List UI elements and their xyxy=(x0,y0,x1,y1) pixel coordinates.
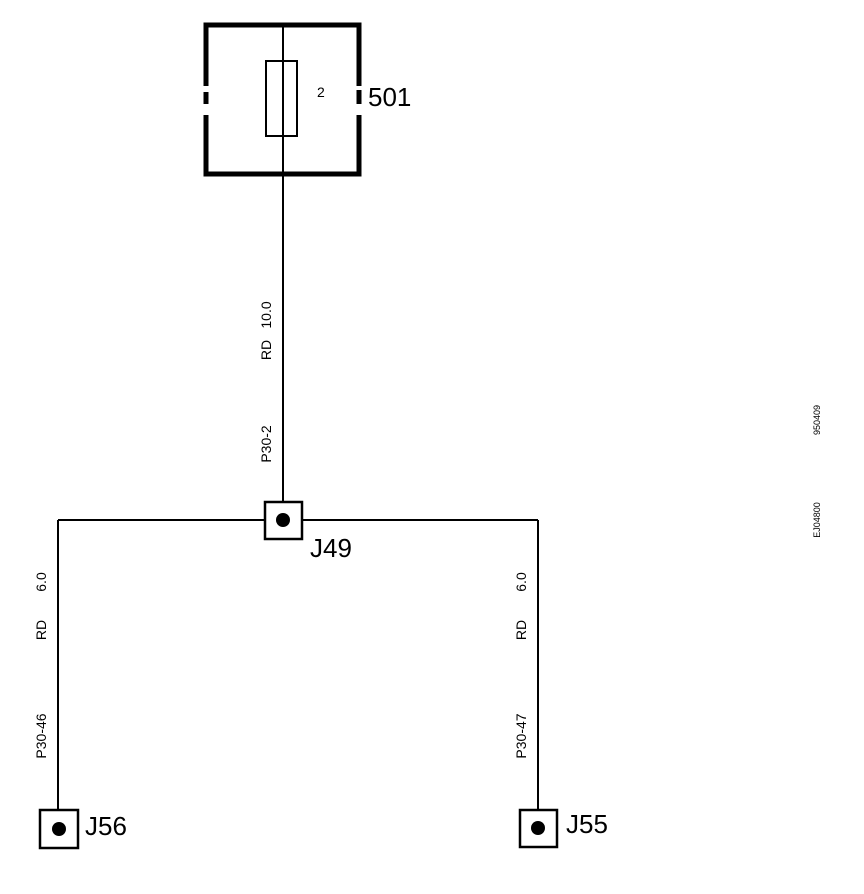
right-wire-circuit: P30-47 xyxy=(513,713,529,758)
junction-j49-label: J49 xyxy=(310,533,352,563)
right-wire-gauge: 6.0 xyxy=(513,572,529,592)
fuse-box: 2 501 xyxy=(203,22,411,177)
main-wire-color: RD xyxy=(258,340,274,360)
junction-j49: J49 xyxy=(263,500,352,563)
junction-j55: J55 xyxy=(518,808,608,849)
right-wire-color: RD xyxy=(513,620,529,640)
left-wire-circuit: P30-46 xyxy=(33,713,49,758)
main-wire-gauge: 10.0 xyxy=(258,301,274,328)
junction-j56-dot xyxy=(52,822,66,836)
fuse-symbol xyxy=(265,60,298,137)
date-code: 950409 xyxy=(812,405,822,435)
junction-j56: J56 xyxy=(38,808,127,850)
junction-j55-dot xyxy=(531,821,545,835)
fuse-number: 2 xyxy=(317,84,325,100)
left-wire-gauge: 6.0 xyxy=(33,572,49,592)
document-id: EJ04800 xyxy=(812,502,822,538)
fuse-box-label: 501 xyxy=(368,82,411,112)
junction-j56-label: J56 xyxy=(85,811,127,841)
main-wire-circuit: P30-2 xyxy=(258,425,274,463)
junction-j49-dot xyxy=(276,513,290,527)
left-wire-color: RD xyxy=(33,620,49,640)
junction-j55-label: J55 xyxy=(566,809,608,839)
